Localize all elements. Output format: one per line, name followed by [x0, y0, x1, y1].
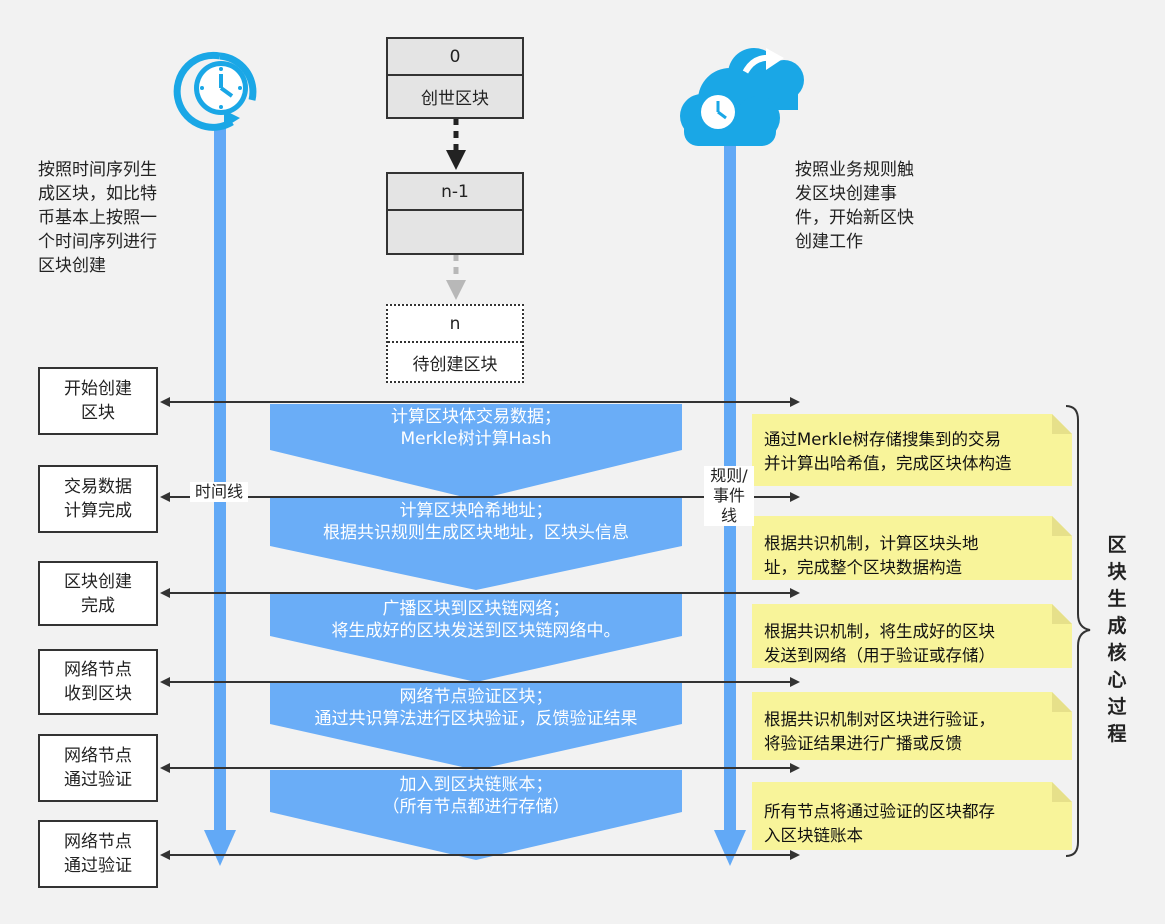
band-2	[270, 496, 682, 590]
pending-block-index: n	[449, 313, 461, 334]
band-3	[270, 594, 682, 682]
genesis-block-divider	[388, 74, 522, 76]
prev-block-divider	[388, 209, 522, 211]
note-1-text: 通过Merkle树存储搜集到的交易 并计算出哈希值，完成区块体构造	[764, 430, 1012, 473]
band-5	[270, 770, 682, 860]
note-2-text: 根据共识机制，计算区块头地 址，完成整个区块数据构造	[764, 534, 979, 577]
chain-arrowhead-light	[446, 280, 466, 300]
band-step-4-text: 网络节点验证区块； 通过共识算法进行区块验证，反馈验证结果	[314, 687, 638, 729]
sticky-notes	[752, 414, 1072, 850]
genesis-block: 0 创世区块	[386, 37, 524, 119]
right-description: 按照业务规则触 发区块创建事 件，开始新区快 创建工作	[795, 160, 914, 252]
band-step-2-text: 计算区块哈希地址； 根据共识规则生成区块地址，区块头信息	[323, 501, 629, 543]
note-1	[752, 414, 1072, 486]
pending-block: n 待创建区块	[386, 304, 524, 383]
pending-block-label: 待创建区块	[412, 354, 498, 375]
note-3-fold	[1052, 604, 1072, 624]
stage-node-received: 网络节点 收到区块	[38, 649, 158, 715]
note-4-fold	[1052, 692, 1072, 712]
band-step-3-text: 广播区块到区块链网络； 将生成好的区块发送到区块链网络中。	[331, 599, 621, 641]
genesis-block-index: 0	[449, 46, 461, 67]
clock-icon	[173, 51, 257, 131]
stage-start-creation: 开始创建 区块	[38, 367, 158, 435]
stage-block-created: 区块创建 完成	[38, 561, 158, 626]
band-step-5-text: 加入到区块链账本； （所有节点都进行存储）	[382, 775, 570, 817]
band-step-1-text: 计算区块体交易数据； Merkle树计算Hash	[391, 407, 561, 449]
core-process-label: 区块生成核心过程	[1107, 534, 1127, 745]
time-axis-line	[214, 128, 226, 834]
flow-bands	[270, 404, 682, 860]
note-3-text: 根据共识机制，将生成好的区块 发送到网络（用于验证或存储）	[764, 622, 995, 665]
chain-arrowhead-dark	[446, 150, 466, 170]
note-2-fold	[1052, 516, 1072, 536]
note-3	[752, 604, 1072, 668]
event-axis-label: 规则/ 事件 线	[704, 466, 754, 526]
cloud-clock-icon	[680, 48, 804, 146]
event-axis-arrowhead	[714, 830, 746, 866]
note-1-fold	[1052, 414, 1072, 434]
note-5	[752, 782, 1072, 850]
note-5-fold	[1052, 782, 1072, 802]
pending-block-divider	[388, 341, 522, 343]
stage-node-verified: 网络节点 通过验证	[38, 734, 158, 802]
core-process-brace	[1065, 405, 1091, 857]
time-axis-arrowhead	[204, 830, 236, 866]
time-axis-label: 时间线	[190, 482, 248, 502]
prev-block: n-1	[386, 172, 524, 255]
left-description: 按照时间序列生 成区块，如比特 币基本上按照一 个时间序列进行 区块创建	[38, 160, 157, 276]
stage-node-verified-final: 网络节点 通过验证	[38, 820, 158, 888]
stage-transactions-computed: 交易数据 计算完成	[38, 465, 158, 533]
note-2	[752, 516, 1072, 580]
note-4-text: 根据共识机制对区块进行验证， 将验证结果进行广播或反馈	[764, 710, 995, 753]
note-5-text: 所有节点将通过验证的区块都存 入区块链账本	[764, 802, 995, 845]
prev-block-index: n-1	[441, 181, 469, 202]
note-4	[752, 692, 1072, 760]
band-1	[270, 404, 682, 500]
stage-arrows	[160, 397, 800, 860]
band-4	[270, 682, 682, 770]
genesis-block-label: 创世区块	[421, 89, 489, 109]
prev-block-label	[388, 211, 522, 253]
